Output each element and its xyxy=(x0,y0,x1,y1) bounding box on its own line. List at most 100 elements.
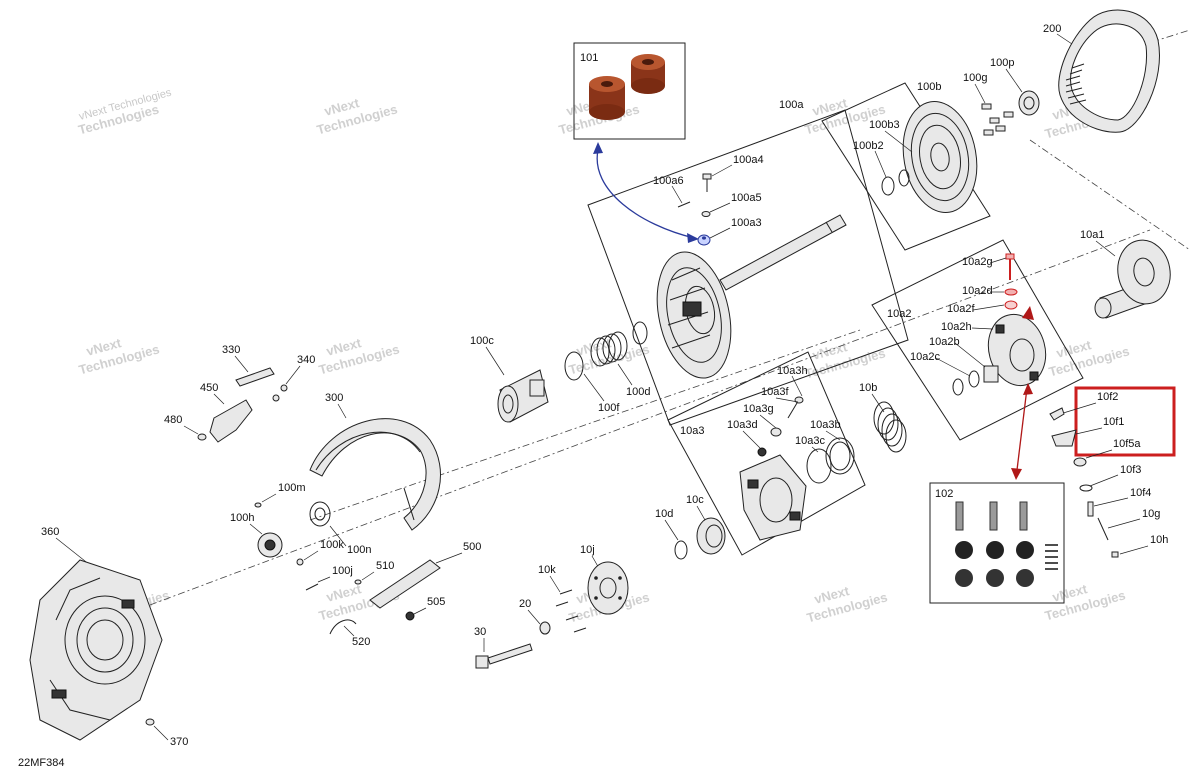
svg-text:10a2d: 10a2d xyxy=(962,285,993,297)
svg-text:100a: 100a xyxy=(779,99,804,111)
part-100a3-bushing xyxy=(697,234,711,246)
svg-text:100h: 100h xyxy=(230,512,254,524)
group-100a: 100a 100a4 100a6 100a5 100a3 xyxy=(587,99,909,426)
svg-text:10a3g: 10a3g xyxy=(743,403,774,415)
svg-text:200: 200 xyxy=(1043,23,1061,35)
part-360-housing: 360 xyxy=(29,526,163,741)
svg-text:10f1: 10f1 xyxy=(1103,416,1124,428)
part-100k: 100k xyxy=(296,539,344,566)
watermark: vNext Technologies xyxy=(1043,581,1127,623)
svg-text:100a5: 100a5 xyxy=(731,192,762,204)
svg-text:10f3: 10f3 xyxy=(1120,464,1141,476)
svg-text:10a3d: 10a3d xyxy=(727,419,758,431)
svg-text:30: 30 xyxy=(474,626,486,638)
svg-text:10g: 10g xyxy=(1142,508,1160,520)
part-500: 500 xyxy=(369,541,481,609)
svg-text:100m: 100m xyxy=(278,482,306,494)
svg-text:100k: 100k xyxy=(320,539,344,551)
arrow-100a3-head xyxy=(687,233,699,243)
watermark: vNext Technologies Technologies xyxy=(77,87,174,138)
bushing-photo-2 xyxy=(589,76,625,120)
arrow-102-head xyxy=(1011,468,1022,480)
part-100a4 xyxy=(702,173,712,192)
part-100n: 100n xyxy=(309,501,371,556)
part-520: 520 xyxy=(329,619,370,648)
svg-text:300: 300 xyxy=(325,392,343,404)
part-505: 505 xyxy=(405,596,445,621)
inset-102: 102 xyxy=(929,482,1065,604)
bushing-photo-1 xyxy=(631,54,665,94)
part-300-cover: 300 xyxy=(309,392,441,531)
svg-text:100f: 100f xyxy=(598,402,620,414)
svg-text:100b2: 100b2 xyxy=(853,140,884,152)
group-100b: 100b 100b3 100b2 xyxy=(821,81,991,251)
watermark: vNext Technologies xyxy=(1047,337,1131,379)
svg-text:100d: 100d xyxy=(626,386,650,398)
part-330: 330 xyxy=(222,344,275,387)
part-100m: 100m xyxy=(254,482,306,508)
part-100j: 100j xyxy=(305,565,353,591)
svg-text:500: 500 xyxy=(463,541,481,553)
bearing-10c: 10c xyxy=(686,494,726,555)
watermark: vNext Technologies xyxy=(567,335,651,377)
svg-text:505: 505 xyxy=(427,596,445,608)
svg-text:10a2f: 10a2f xyxy=(947,303,975,315)
pins xyxy=(955,501,1028,531)
svg-text:100n: 100n xyxy=(347,544,371,556)
svg-text:101: 101 xyxy=(580,52,598,64)
svg-text:100a6: 100a6 xyxy=(653,175,684,187)
svg-text:10a2b: 10a2b xyxy=(929,336,960,348)
group-10a2: 10a2 10a2g 10a2d 10a2f 10a2h 10a2b 10a2c xyxy=(871,239,1084,441)
svg-text:100c: 100c xyxy=(470,335,494,347)
svg-text:480: 480 xyxy=(164,414,182,426)
part-370: 370 xyxy=(145,718,188,748)
part-10a2g-pin xyxy=(1005,253,1015,280)
svg-text:100b3: 100b3 xyxy=(869,119,900,131)
washer-100f: 100f xyxy=(564,351,620,414)
spider-10a2 xyxy=(987,313,1047,387)
svg-text:450: 450 xyxy=(200,382,218,394)
svg-text:10j: 10j xyxy=(580,544,595,556)
svg-text:10a2h: 10a2h xyxy=(941,321,972,333)
spring-10b: 10b xyxy=(859,382,907,453)
svg-text:10f5a: 10f5a xyxy=(1113,438,1141,450)
spring-100d: 100d xyxy=(590,321,650,398)
inset-101: 101 xyxy=(573,42,686,140)
ring-10d: 10d xyxy=(655,508,688,560)
svg-text:10f4: 10f4 xyxy=(1130,487,1151,499)
part-510: 510 xyxy=(354,560,394,585)
screws-10k: 10k xyxy=(538,564,587,633)
springs xyxy=(1045,544,1058,570)
rollers xyxy=(955,541,1034,587)
arrow-101-to-100a3 xyxy=(596,149,695,239)
svg-text:330: 330 xyxy=(222,344,240,356)
watermark: vNext Technologies xyxy=(317,335,401,377)
bearing-100p: 100p xyxy=(990,57,1040,116)
svg-text:100p: 100p xyxy=(990,57,1014,69)
svg-text:520: 520 xyxy=(352,636,370,648)
svg-text:10a3h: 10a3h xyxy=(777,365,808,377)
svg-text:10b: 10b xyxy=(859,382,877,394)
cap-10j: 10j xyxy=(580,544,629,615)
svg-text:10a3: 10a3 xyxy=(680,425,704,437)
arrow-10a2-to-102 xyxy=(1016,387,1028,471)
svg-text:340: 340 xyxy=(297,354,315,366)
svg-text:100b: 100b xyxy=(917,81,941,93)
svg-text:10a2g: 10a2g xyxy=(962,256,993,268)
part-480: 480 xyxy=(164,414,207,441)
ramp-assembly xyxy=(739,454,807,541)
arrow-10a2-head xyxy=(1023,383,1033,395)
svg-text:10a3c: 10a3c xyxy=(795,435,825,447)
svg-text:510: 510 xyxy=(376,560,394,572)
belt-200: 200 xyxy=(1043,9,1160,133)
svg-text:370: 370 xyxy=(170,736,188,748)
svg-text:10a2: 10a2 xyxy=(887,308,911,320)
part-450: 450 xyxy=(200,382,253,443)
group-10a3: 10a3 10a3h 10a3f 10a3g 10a3d 10a3b 10a3c xyxy=(667,351,866,556)
svg-text:360: 360 xyxy=(41,526,59,538)
svg-text:10a1: 10a1 xyxy=(1080,229,1104,241)
watermark: vNext Technologies xyxy=(805,583,889,625)
svg-text:100a3: 100a3 xyxy=(731,217,762,229)
svg-text:10a2c: 10a2c xyxy=(910,351,940,363)
